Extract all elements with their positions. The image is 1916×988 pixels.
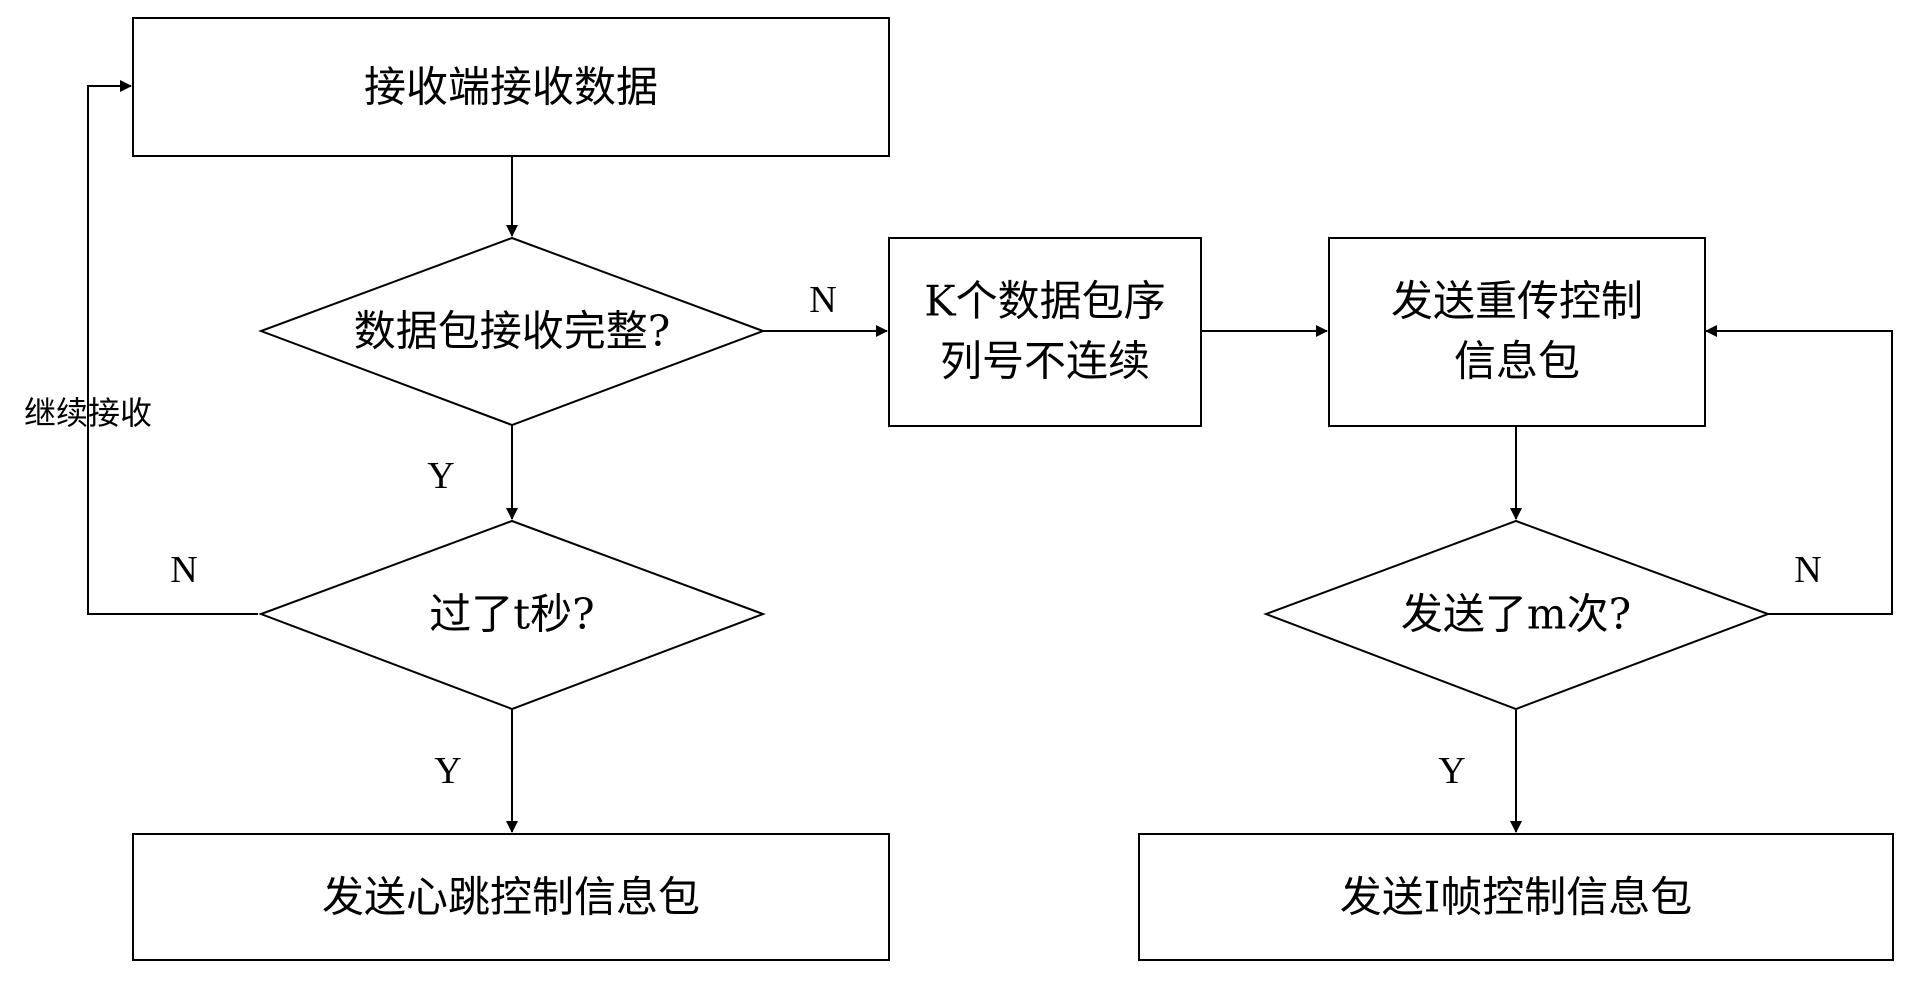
node-seq-discontinuous-box	[889, 238, 1201, 426]
node-seq-discontinuous-label-line2: 列号不连续	[940, 337, 1150, 386]
edge-label-time-yes: Y	[434, 750, 461, 792]
node-send-heartbeat-label: 发送心跳控制信息包	[322, 873, 700, 922]
node-sent-m-times-label: 发送了m次?	[1401, 590, 1631, 639]
node-seq-discontinuous-label-line1: K个数据包序	[924, 277, 1165, 326]
edge-label-continue-receiving: 继续接收	[24, 394, 152, 432]
node-seq-discontinuous: K个数据包序 列号不连续	[889, 238, 1201, 426]
node-send-retrans: 发送重传控制 信息包	[1329, 238, 1705, 426]
node-receive-data-label: 接收端接收数据	[364, 63, 658, 112]
edge-label-time-no: N	[170, 549, 197, 591]
edge-label-complete-no: N	[809, 279, 836, 321]
node-send-heartbeat: 发送心跳控制信息包	[133, 834, 889, 960]
edge-label-complete-yes: Y	[427, 455, 454, 497]
node-send-iframe: 发送I帧控制信息包	[1139, 834, 1893, 960]
node-send-retrans-label-line2: 信息包	[1454, 337, 1580, 386]
edge-label-times-no: N	[1794, 549, 1821, 591]
node-send-iframe-label: 发送I帧控制信息包	[1340, 873, 1693, 922]
node-sent-m-times: 发送了m次?	[1266, 521, 1768, 709]
node-time-elapsed-label: 过了t秒?	[429, 590, 594, 639]
node-send-retrans-box	[1329, 238, 1705, 426]
node-send-retrans-label-line1: 发送重传控制	[1391, 277, 1643, 326]
node-time-elapsed: 过了t秒?	[261, 521, 763, 709]
edges	[88, 86, 1892, 832]
node-receive-data: 接收端接收数据	[133, 18, 889, 156]
edge-time-no-loop-back	[88, 86, 258, 614]
edge-label-times-yes: Y	[1438, 750, 1465, 792]
node-packet-complete-label: 数据包接收完整?	[354, 307, 671, 356]
node-packet-complete: 数据包接收完整?	[261, 238, 763, 425]
